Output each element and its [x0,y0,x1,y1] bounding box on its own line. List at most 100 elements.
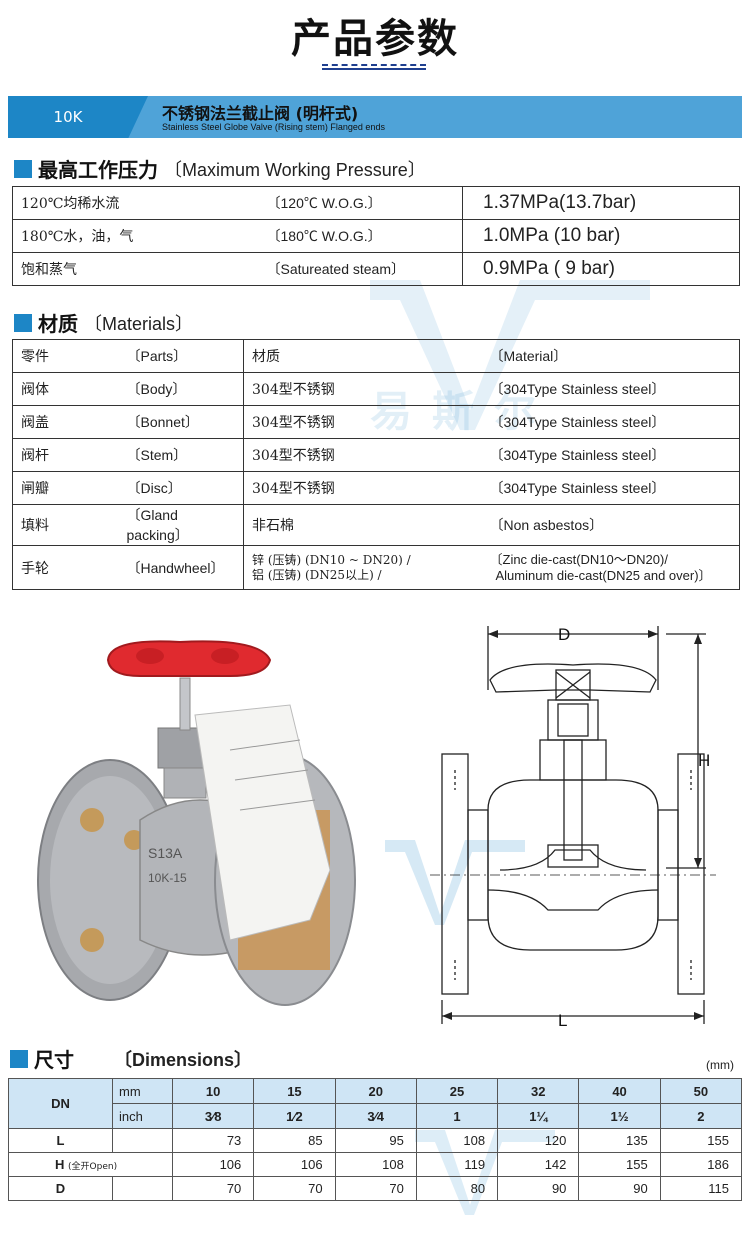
section-marker [14,159,32,178]
dn-mm: 32 [497,1078,580,1104]
unit-label: (mm) [706,1058,734,1072]
material-cn-line: 锌 (压铸) (DN10 ~ DN20) / [252,552,411,567]
table-row: DN mm 10 15 20 25 32 40 50 [8,1078,743,1129]
pressure-condition-en: 〔180℃ W.O.G.〕 [258,219,463,253]
materials-heading-cn: 材质 [38,312,78,336]
dim-value: 108 [334,1152,417,1177]
row-label: H [55,1157,65,1172]
material-cn: 304型不锈钢 [243,438,482,472]
part-cn: 闸瓣 [12,471,119,505]
dn-inch: 3⁄4 [334,1103,417,1129]
table-row: 120℃均稀水流 〔120℃ W.O.G.〕 1.37MPa(13.7bar) [12,186,740,220]
dimensions-heading: 尺寸 〔Dimensions〕 [10,1044,252,1073]
table-row: 饱和蒸气 〔Satureated steam〕 0.9MPa ( 9 bar) [12,252,740,286]
pressure-condition-en: 〔Satureated steam〕 [258,252,463,286]
dn-inch: 3⁄8 [171,1103,255,1129]
banner-title-cn: 不锈钢法兰截止阀 (明杆式) [162,104,359,123]
material-en-line: Aluminum die-cast(DN25 and over)〕 [495,567,712,583]
dim-value: 155 [578,1152,661,1177]
valve-drawing: D H L [430,625,716,1030]
material-en: 〔304Type Stainless steel〕 [481,372,740,406]
material-en: 〔304Type Stainless steel〕 [481,405,740,439]
table-row: 手轮 〔Handwheel〕 锌 (压铸) (DN10 ~ DN20) / 铝 … [12,545,740,590]
part-cn: 手轮 [12,545,119,590]
dimension-label-h: H [698,751,710,770]
material-en: 〔304Type Stainless steel〕 [481,438,740,472]
part-en: 〔Bonnet〕 [118,405,244,439]
mm-label: mm [112,1078,173,1104]
dimension-label-d: D [558,625,570,644]
part-en: 〔Disc〕 [118,471,244,505]
dn-inch: 1½ [578,1103,661,1129]
pressure-table: 120℃均稀水流 〔120℃ W.O.G.〕 1.37MPa(13.7bar) … [12,186,740,286]
table-row: 零件 〔Parts〕 材质 〔Material〕 [12,339,740,373]
material-header-cn: 材质 [243,339,482,373]
title-underline [322,64,426,70]
material-cn: 304型不锈钢 [243,405,482,439]
banner-code: 10K [53,108,83,126]
pressure-heading: 最高工作压力 〔Maximum Working Pressure〕 [14,154,426,183]
table-row: 阀体 〔Body〕 304型不锈钢 〔304Type Stainless ste… [12,372,740,406]
dim-value: 106 [253,1152,336,1177]
table-row: 阀盖 〔Bonnet〕 304型不锈钢 〔304Type Stainless s… [12,405,740,439]
materials-heading-en: 〔Materials〕 [84,313,194,334]
part-cn: 阀体 [12,372,119,406]
row-label-cell: H (全开Open) [8,1152,173,1177]
dim-value: 73 [171,1128,255,1153]
dim-value: 85 [253,1128,336,1153]
material-cn: 非石棉 [243,504,482,546]
dim-value: 80 [415,1176,499,1201]
dim-value: 115 [659,1176,743,1201]
pressure-condition-cn: 饱和蒸气 [12,252,259,286]
dim-value: 90 [497,1176,580,1201]
table-row: 闸瓣 〔Disc〕 304型不锈钢 〔304Type Stainless ste… [12,471,740,505]
dn-mm: 15 [253,1078,336,1104]
material-header-en: 〔Material〕 [481,339,740,373]
part-en: 〔Stem〕 [118,438,244,472]
dim-value: 120 [497,1128,580,1153]
pressure-condition-cn: 120℃均稀水流 [12,186,259,220]
dimensions-heading-cn: 尺寸 [34,1048,74,1072]
material-cn: 锌 (压铸) (DN10 ~ DN20) / 铝 (压铸) (DN25以上) / [243,545,482,590]
dimensions-heading-en: 〔Dimensions〕 [114,1049,253,1070]
dn-mm: 10 [171,1078,255,1104]
valve-photo: S13A 10K-15 [37,640,356,1006]
pressure-heading-cn: 最高工作压力 [38,158,158,182]
table-row: inch 3⁄8 1⁄2 3⁄4 1 1¼ 1½ 2 [9,1103,743,1129]
dimensions-table: DN mm 10 15 20 25 32 40 50 inch 3⁄8 1⁄2 … [8,1078,743,1201]
part-cn: 阀杆 [12,438,119,472]
dim-value: 90 [578,1176,661,1201]
materials-heading: 材质 〔Materials〕 [14,308,193,337]
table-row: 阀杆 〔Stem〕 304型不锈钢 〔304Type Stainless ste… [12,438,740,472]
dn-inch: 1¼ [497,1103,580,1129]
banner-title-en: Stainless Steel Globe Valve (Rising stem… [162,122,385,132]
dimension-label-l: L [558,1011,567,1030]
dim-value: 70 [171,1176,255,1201]
row-label: L [8,1128,113,1153]
pressure-value: 1.0MPa (10 bar) [462,219,740,253]
material-en: 〔Non asbestos〕 [481,504,740,546]
dim-value: 135 [578,1128,661,1153]
dim-value: 70 [253,1176,336,1201]
pressure-condition-en: 〔120℃ W.O.G.〕 [258,186,463,220]
part-cn: 阀盖 [12,405,119,439]
part-en: 〔Handwheel〕 [118,545,244,590]
row-sub [112,1176,173,1201]
material-cn: 304型不锈钢 [243,471,482,505]
material-cn: 304型不锈钢 [243,372,482,406]
dim-value: 155 [659,1128,743,1153]
body-marking: S13A [148,845,183,861]
pressure-condition-cn: 180℃水，油，气 [12,219,259,253]
table-row: 填料 〔Gland packing〕 非石棉 〔Non asbestos〕 [12,504,740,546]
pressure-heading-en: 〔Maximum Working Pressure〕 [164,159,426,180]
dn-inch: 1⁄2 [253,1103,336,1129]
dn-mm: 25 [415,1078,499,1104]
pressure-value: 1.37MPa(13.7bar) [462,186,740,220]
materials-table: 零件 〔Parts〕 材质 〔Material〕 阀体 〔Body〕 304型不… [12,339,740,590]
material-en: 〔Zinc die-cast(DN10～DN20)/ Aluminum die-… [481,545,740,590]
body-marking: 10K-15 [148,871,187,885]
row-sub [112,1128,173,1153]
section-marker [14,313,32,332]
table-row: H (全开Open) 106 106 108 119 142 155 186 [8,1152,743,1177]
pressure-value: 0.9MPa ( 9 bar) [462,252,740,286]
